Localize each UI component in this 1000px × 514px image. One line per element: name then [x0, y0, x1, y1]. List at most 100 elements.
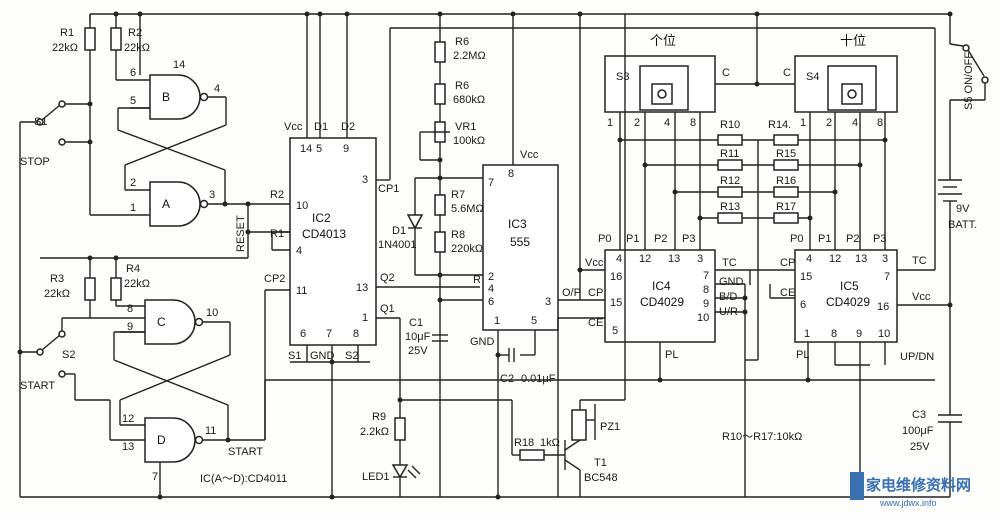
ic4-pin15: 15 [610, 297, 622, 309]
stop-label: STOP [20, 156, 50, 168]
ic2-name: IC2 [312, 211, 331, 225]
ic4-part: CD4029 [640, 295, 684, 309]
ic4-pin9: 9 [703, 298, 709, 310]
c3-voltage: 25V [910, 441, 930, 453]
ic5-updn: UP/DN [900, 351, 934, 363]
ic4-cp: CP [588, 287, 603, 299]
cross-coupling-cd [113, 322, 231, 443]
ic5-pin3: 3 [882, 253, 888, 265]
ic5-p2: P2 [846, 233, 859, 245]
resistor-note: R10～R17:10kΩ [722, 431, 802, 443]
gate-c-pin8: 8 [127, 303, 133, 315]
nand-gate-a [125, 181, 290, 227]
r12-label: R12 [720, 175, 740, 187]
ic2-pin10: 10 [296, 200, 308, 212]
ic2-gnd: GND [310, 350, 335, 362]
c2-value: 0.01μF [521, 373, 556, 385]
ic2-vcc: Vcc [284, 121, 303, 133]
nand-gate-b [130, 74, 226, 120]
ic5-ce: CE [780, 287, 795, 299]
s4-c: C [783, 67, 791, 79]
r4-label: R4 [126, 263, 140, 275]
gate-a-pin3: 3 [209, 189, 215, 201]
watermark-url: www.jdwx.info [879, 498, 937, 508]
start-label: START [20, 380, 55, 392]
stop-section [19, 11, 150, 497]
gate-b-pin4: 4 [214, 83, 220, 95]
s3-pin1: 1 [607, 117, 613, 129]
ic2-s2: S2 [345, 350, 358, 362]
s3-pin8: 8 [690, 117, 696, 129]
r6b-label: R6 [455, 80, 469, 92]
pz1-label: PZ1 [600, 421, 620, 433]
ic5-pin1: 1 [804, 328, 810, 340]
ic4-name: IC4 [652, 279, 671, 293]
ic2-pin6: 6 [300, 328, 306, 340]
nand-gate-d [120, 417, 265, 500]
ic3-pin7: 7 [488, 177, 494, 189]
ic4-pin12: 12 [639, 253, 651, 265]
start-net [264, 289, 290, 440]
ic2-pin11: 11 [296, 285, 307, 297]
ic5-p0: P0 [790, 233, 803, 245]
ic4-pin3: 3 [697, 253, 703, 265]
r16-label: R16 [776, 175, 796, 187]
ic2-pin14: 14 [300, 143, 312, 155]
ic4-pin8: 8 [703, 284, 709, 296]
r17-label: R17 [776, 201, 796, 213]
ic4-p2: P2 [654, 233, 667, 245]
timing-network [406, 11, 483, 497]
r9-value: 2.2kΩ [360, 426, 389, 438]
ic2-pin4: 4 [296, 245, 302, 257]
cross-coupling-ab [117, 97, 227, 204]
ic4-pin5: 5 [612, 325, 618, 337]
battery-label: BATT. [948, 219, 977, 231]
ic4-vcc: Vcc [585, 257, 604, 269]
ic2-cp2: CP2 [264, 273, 285, 285]
ic3-vcc: Vcc [520, 149, 539, 161]
r10-label: R10 [720, 119, 740, 131]
vr1-label: VR1 [455, 121, 476, 133]
ic4-pin4: 4 [616, 253, 622, 265]
t1-label: T1 [594, 457, 607, 469]
gate-b-pin5: 5 [130, 95, 136, 107]
gate-c-label: C [157, 315, 166, 329]
ic4-p0: P0 [598, 233, 611, 245]
ic5-pin6: 6 [800, 299, 806, 311]
ic4-pin16: 16 [610, 271, 622, 283]
ic2-pin8: 8 [353, 328, 359, 340]
s3-pin2: 2 [634, 117, 640, 129]
gate-a-pin2: 2 [130, 177, 136, 189]
s4-pin2: 2 [826, 117, 832, 129]
ic4-p1: P1 [626, 233, 639, 245]
r18-label: R18 [514, 437, 534, 449]
reset-label: RESET [235, 215, 247, 252]
c1-voltage: 25V [408, 345, 428, 357]
ic2-pin3: 3 [362, 174, 368, 186]
gate-b-pin14: 14 [173, 59, 185, 71]
start-net-label: START [228, 446, 263, 458]
d1-value: 1N4001 [378, 239, 417, 251]
c3-value: 100μF [902, 425, 934, 437]
ic2-q2: Q2 [380, 272, 395, 284]
gate-d-pin7: 7 [152, 471, 158, 483]
gate-b-label: B [162, 90, 170, 104]
vr1-value: 100kΩ [453, 135, 485, 147]
s4-pin1: 1 [800, 117, 806, 129]
nand-gate-c [120, 299, 230, 345]
r11-label: R11 [720, 148, 739, 160]
r6a-value: 2.2MΩ [453, 50, 486, 62]
ic-note: IC(A～D):CD4011 [200, 473, 287, 485]
bcd-switch-tens [794, 55, 898, 113]
gate-c-pin10: 10 [206, 307, 218, 319]
bcd-wiring [617, 112, 888, 361]
ic4-gnd: GND [719, 276, 744, 288]
ic5-tc: TC [912, 255, 927, 267]
ic4-ce: CE [588, 317, 603, 329]
ic5-pin15: 15 [800, 271, 812, 283]
ic5-pl: PL [796, 349, 809, 361]
tens-label: 十位 [840, 34, 866, 49]
ic4-pl: PL [665, 349, 678, 361]
